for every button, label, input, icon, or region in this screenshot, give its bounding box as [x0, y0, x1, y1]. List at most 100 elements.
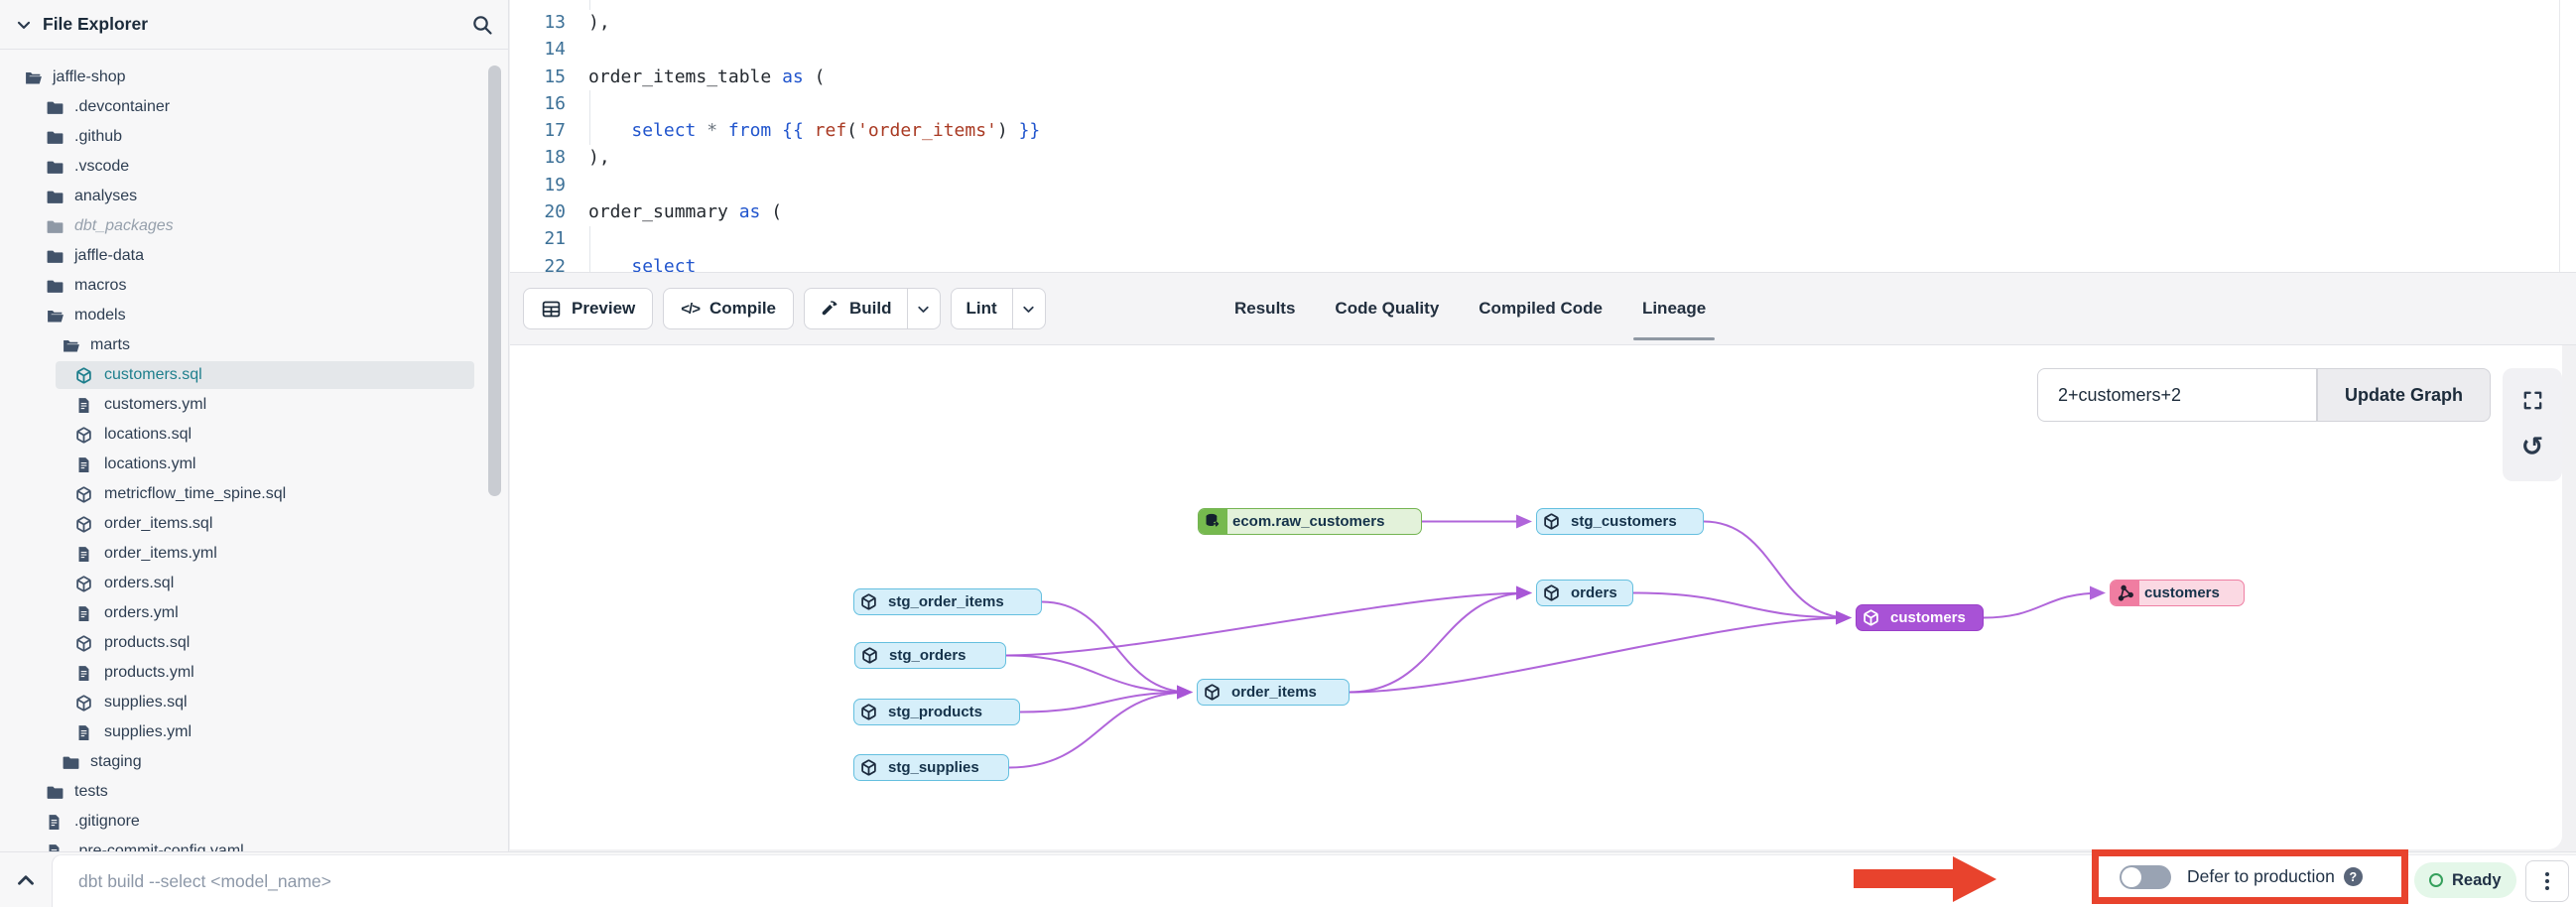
tree-item-locations.sql[interactable]: locations.sql	[0, 420, 508, 450]
chevron-up-icon[interactable]	[13, 867, 39, 893]
node-label: stg_supplies	[888, 759, 979, 776]
lineage-node-orders[interactable]: orders	[1536, 580, 1633, 606]
preview-button[interactable]: Preview	[523, 288, 654, 329]
file-doc-icon	[75, 663, 95, 683]
tree-item-analyses[interactable]: analyses	[0, 182, 508, 211]
lineage-node-order_items[interactable]: order_items	[1197, 679, 1350, 706]
tree-item-supplies.yml[interactable]: supplies.yml	[0, 717, 508, 747]
model-cube-icon	[854, 755, 883, 780]
lint-dropdown-chevron-icon[interactable]	[1012, 288, 1046, 329]
lineage-node-stg_supplies[interactable]: stg_supplies	[853, 754, 1009, 781]
lineage-node-stg_order_items[interactable]: stg_order_items	[853, 588, 1042, 615]
action-buttons: Preview </> Compile Build Lint	[523, 288, 1046, 329]
chevron-down-icon[interactable]	[14, 15, 34, 35]
defer-to-production-toggle[interactable]	[2120, 864, 2171, 889]
help-icon[interactable]: ?	[2343, 867, 2363, 886]
lineage-node-customers_exposure[interactable]: customers	[2110, 580, 2245, 606]
kebab-menu-icon[interactable]	[2525, 860, 2569, 902]
reset-view-icon[interactable]: ↺	[2520, 431, 2544, 462]
build-button[interactable]: Build	[804, 288, 908, 329]
fullscreen-icon[interactable]	[2521, 389, 2544, 412]
tree-item-customers.sql[interactable]: customers.sql	[0, 360, 508, 390]
panel-gutter	[2562, 345, 2576, 851]
tab-results[interactable]: Results	[1234, 299, 1296, 318]
tree-item-.gitignore[interactable]: .gitignore	[0, 807, 508, 837]
line-number: 18	[544, 147, 566, 169]
tree-item-jaffle-shop[interactable]: jaffle-shop	[0, 63, 508, 92]
tree-item-orders.yml[interactable]: orders.yml	[0, 598, 508, 628]
file-label: orders.sql	[104, 575, 175, 591]
line-number: 17	[544, 120, 566, 142]
file-label: metricflow_time_spine.sql	[104, 485, 287, 502]
code-brackets-icon: </>	[681, 300, 701, 318]
tree-item-order-items.yml[interactable]: order_items.yml	[0, 539, 508, 569]
lineage-edges	[1005, 514, 2106, 769]
file-label: locations.yml	[104, 455, 196, 472]
line-number: 20	[544, 201, 566, 223]
tree-item-tests[interactable]: tests	[0, 777, 508, 807]
lineage-node-ecom.raw_customers[interactable]: ecom.raw_customers	[1198, 508, 1422, 535]
folder-open-icon	[62, 335, 81, 355]
tree-item-supplies.sql[interactable]: supplies.sql	[0, 688, 508, 717]
file-label: dbt_packages	[74, 217, 174, 234]
file-label: products.sql	[104, 634, 191, 651]
file-doc-icon	[75, 603, 95, 623]
tree-item-dbt-packages[interactable]: dbt_packages	[0, 211, 508, 241]
lineage-node-stg_products[interactable]: stg_products	[853, 699, 1020, 725]
tree-item-metricflow-time-spine.sql[interactable]: metricflow_time_spine.sql	[0, 479, 508, 509]
tree-item-marts[interactable]: marts	[0, 330, 508, 360]
file-label: orders.yml	[104, 604, 179, 621]
tree-item-macros[interactable]: macros	[0, 271, 508, 301]
file-label: jaffle-shop	[53, 68, 126, 85]
node-label: stg_orders	[889, 647, 966, 664]
lint-button[interactable]: Lint	[950, 288, 1013, 329]
tree-item-customers.yml[interactable]: customers.yml	[0, 390, 508, 420]
status-dot-icon	[2429, 873, 2443, 887]
tree-item-products.sql[interactable]: products.sql	[0, 628, 508, 658]
indent-guide	[589, 0, 590, 10]
tree-item-models[interactable]: models	[0, 301, 508, 330]
compile-button[interactable]: </> Compile	[663, 288, 795, 329]
folder-icon	[62, 752, 81, 772]
model-cube-icon	[75, 574, 95, 593]
lineage-node-stg_orders[interactable]: stg_orders	[854, 642, 1006, 669]
tree-item-.devcontainer[interactable]: .devcontainer	[0, 92, 508, 122]
sidebar-scrollbar[interactable]	[488, 65, 501, 496]
tab-code-quality[interactable]: Code Quality	[1335, 299, 1440, 318]
tree-item-jaffle-data[interactable]: jaffle-data	[0, 241, 508, 271]
file-label: models	[74, 307, 126, 324]
search-icon[interactable]	[470, 13, 494, 37]
compile-label: Compile	[708, 299, 777, 318]
line-number: 15	[544, 65, 566, 87]
line-number: 19	[544, 174, 566, 195]
line-number: 13	[544, 12, 566, 33]
tree-item-.github[interactable]: .github	[0, 122, 508, 152]
folder-icon	[46, 157, 65, 177]
tree-item-.pre-commit-config.yaml[interactable]: .pre-commit-config.yaml	[0, 837, 508, 851]
tree-item-order-items.sql[interactable]: order_items.sql	[0, 509, 508, 539]
lineage-node-stg_customers[interactable]: stg_customers	[1536, 508, 1704, 535]
model-cube-icon	[75, 484, 95, 504]
tree-item-products.yml[interactable]: products.yml	[0, 658, 508, 688]
selector-input[interactable]: 2+customers+2	[2037, 368, 2317, 422]
tree-item-.vscode[interactable]: .vscode	[0, 152, 508, 182]
tab-compiled-code[interactable]: Compiled Code	[1479, 299, 1603, 318]
tree-item-orders.sql[interactable]: orders.sql	[0, 569, 508, 598]
model-cube-icon	[854, 589, 883, 614]
code-line-19: 19	[510, 172, 2576, 198]
tree-item-staging[interactable]: staging	[0, 747, 508, 777]
model-cube-icon	[75, 425, 95, 445]
editor-scrollbar[interactable]	[2559, 0, 2560, 272]
update-graph-button[interactable]: Update Graph	[2317, 368, 2491, 422]
folder-icon	[46, 276, 65, 296]
tab-lineage[interactable]: Lineage	[1622, 273, 1726, 344]
tree-item-locations.yml[interactable]: locations.yml	[0, 450, 508, 479]
build-dropdown-chevron-icon[interactable]	[907, 288, 941, 329]
file-label: customers.sql	[104, 366, 202, 383]
sidebar-title: File Explorer	[43, 14, 149, 34]
model-cube-icon	[75, 693, 95, 713]
node-label: stg_products	[888, 704, 983, 720]
lineage-node-customers[interactable]: customers	[1856, 604, 1984, 631]
